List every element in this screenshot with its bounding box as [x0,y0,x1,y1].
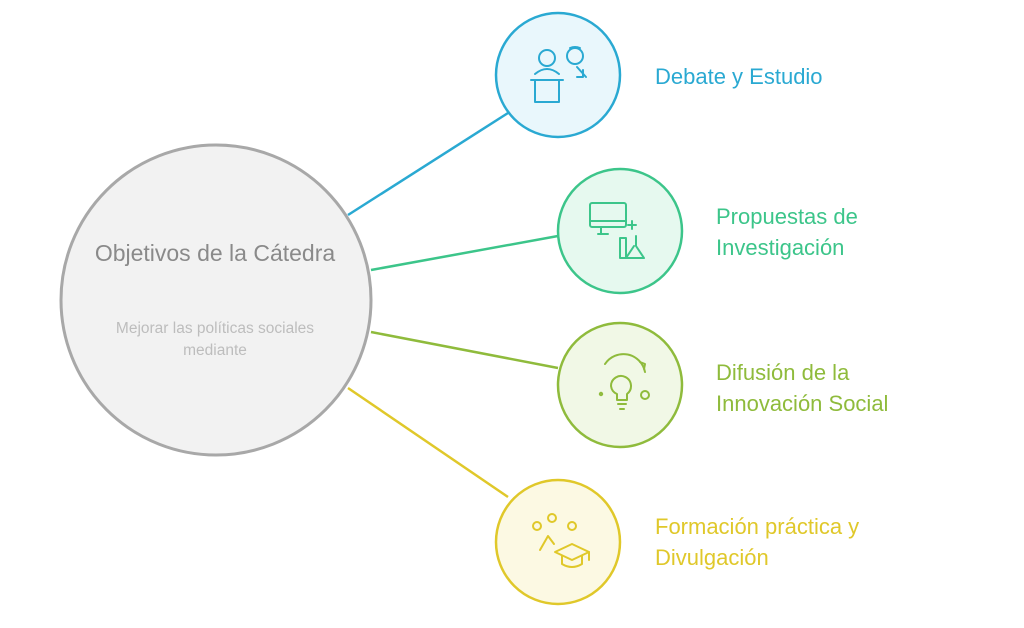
graduation-cap-icon [532,513,590,568]
center-circle [59,143,373,457]
center-title: Objetivos de la Cátedra [94,240,336,266]
node-label-propuestas[interactable]: Propuestas de Investigación [716,201,858,263]
node-propuestas[interactable] [556,167,684,295]
node-label-line: Divulgación [655,545,769,570]
connector-propuestas [370,234,559,272]
center-subtitle: Mejorar las políticas sociales mediante [115,320,315,359]
connector-debate [347,111,509,217]
connector-difusion [370,330,559,370]
node-label-difusion[interactable]: Difusión de la Innovación Social [716,357,888,419]
node-label-line: Formación práctica y [655,514,860,539]
node-label-formacion[interactable]: Formación práctica y Divulgación [655,511,859,573]
node-formacion[interactable] [494,478,622,606]
connector-formacion [347,386,509,499]
speaker-podium-icon [530,46,587,103]
node-debate[interactable] [494,11,622,139]
node-label-debate[interactable]: Debate y Estudio [655,64,823,89]
node-label-line: Propuestas de [716,204,858,229]
lightbulb-icon [598,353,650,410]
computer-flask-icon [589,202,645,259]
node-difusion[interactable] [556,321,684,449]
node-label-line: Investigación [716,235,845,260]
node-label-line: Innovación Social [716,391,889,416]
node-label-line: Difusión de la [716,360,850,385]
